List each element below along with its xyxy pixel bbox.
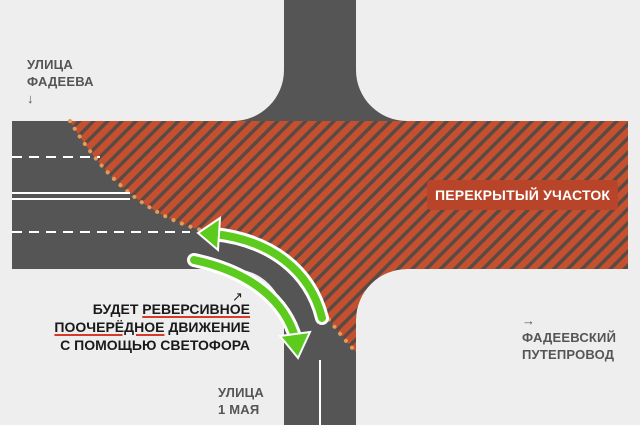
road-north-arm bbox=[284, 0, 356, 140]
label-fadeevsky-overpass: → ФАДЕЕВСКИЙ ПУТЕПРОВОД bbox=[522, 312, 616, 363]
arrow-north bbox=[210, 230, 326, 322]
arrow-south-head bbox=[278, 330, 312, 360]
note-line2-highlight: ПООЧЕРЁДНОЕ bbox=[54, 319, 165, 335]
label-fadeeva-line2: ФАДЕЕВА bbox=[27, 74, 94, 89]
label-overpass-line1: ФАДЕЕВСКИЙ bbox=[522, 330, 617, 345]
label-overpass-line2: ПУТЕПРОВОД bbox=[522, 347, 615, 362]
note-line1-prefix: БУДЕТ bbox=[92, 301, 143, 317]
label-street-fadeeva: УЛИЦА ФАДЕЕВА ↓ bbox=[27, 56, 94, 107]
label-fadeeva-line1: УЛИЦА bbox=[27, 57, 73, 72]
arrow-up-right-icon: ↗ bbox=[232, 290, 243, 305]
arrow-right-icon: → bbox=[522, 313, 536, 328]
closed-area-badge: ПЕРЕКРЫТЫЙ УЧАСТОК bbox=[427, 180, 619, 210]
reversible-arrows bbox=[187, 216, 329, 360]
note-line1-highlight: РЕВЕРСИВНОЕ bbox=[142, 301, 250, 317]
note-line2-suffix: ДВИЖЕНИЕ bbox=[164, 319, 250, 335]
arrow-north-head bbox=[196, 216, 222, 253]
arrow-south bbox=[190, 256, 300, 344]
note-line1: БУДЕТ РЕВЕРСИВНОЕ bbox=[50, 300, 250, 318]
label-maya-line2: 1 МАЯ bbox=[218, 402, 260, 417]
closed-area bbox=[70, 121, 628, 352]
label-maya-line1: УЛИЦА bbox=[218, 385, 264, 400]
reversible-traffic-note: БУДЕТ РЕВЕРСИВНОЕ ПООЧЕРЁДНОЕ ДВИЖЕНИЕ С… bbox=[50, 300, 250, 354]
lane-markings bbox=[12, 156, 321, 425]
note-line3: С ПОМОЩЬЮ СВЕТОФОРА bbox=[60, 337, 250, 353]
label-street-1-maya: УЛИЦА 1 МАЯ bbox=[218, 384, 264, 418]
note-line2: ПООЧЕРЁДНОЕ ДВИЖЕНИЕ bbox=[50, 318, 250, 336]
arrow-down-icon: ↓ bbox=[27, 91, 34, 106]
